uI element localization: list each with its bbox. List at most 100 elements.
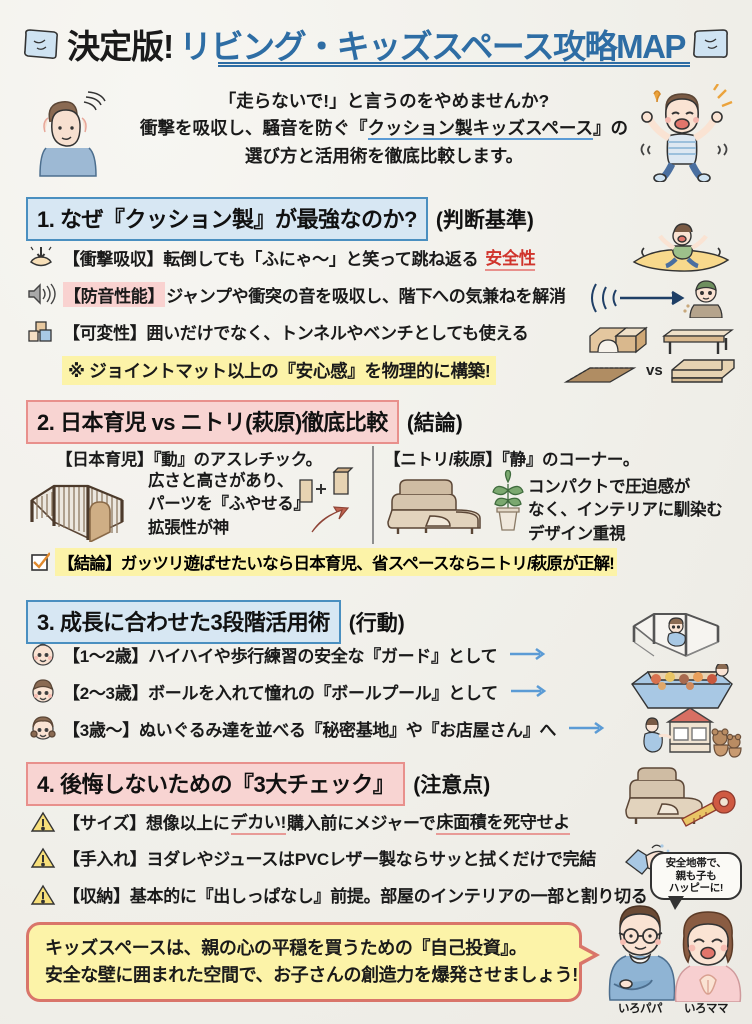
mini-speech-bubble: 安全地帯で、 親も子も ハッピーに! (650, 852, 742, 900)
section-1-header: 1. なぜ『クッション製』が最強なのか? (判断基準) (26, 197, 534, 241)
worried-mother-illustration (24, 88, 110, 178)
comparison-right-line-2: なく、インテリアに馴染む (528, 501, 723, 520)
section-4-item-1-text-b: 購入前にメジャーで (286, 814, 436, 833)
section-3-item-1-text: 【1〜2歳】ハイハイや歩行練習の安全な『ガード』として (63, 646, 498, 666)
section-4-item-3: 【収納】基本的に『出しっぱなし』前提。部屋のインテリアの一部と割り切る (30, 882, 648, 907)
vs-label: vs (646, 362, 663, 379)
ball-pool-illustration (626, 664, 738, 712)
comparison-left-line-2: パーツを『ふやせる』 (148, 495, 310, 514)
tunnel-and-bench-illustration (586, 314, 738, 358)
pillow-icon (691, 26, 731, 62)
section-2-subtitle: (結論) (406, 412, 463, 435)
page-title: 決定版! リビング・キッズスペース攻略MAP (0, 16, 752, 72)
section-3-item-2: 【2〜3歳】ボールを入れて憧れの『ボールプール』として (30, 678, 551, 704)
section-4-item-3-text: 【収納】基本的に『出しっぱなし』前提。部屋のインテリアの一部と割り切る (63, 887, 648, 906)
intro-line-1: 「走らないで!」と言うのをやめませんか? (218, 91, 550, 111)
section-4-item-1: 【サイズ】想像以上に デカい! 購入前にメジャーで 床面積を死守せよ (30, 808, 570, 835)
warning-icon (30, 846, 56, 870)
section-2-header: 2. 日本育児 vs ニトリ(萩原)徹底比較 (結論) (26, 400, 463, 444)
section-1-item-2-text: ジャンプや衝突の音を吸収し、階下への気兼ねを解消 (166, 286, 566, 306)
section-4-header: 4. 後悔しないための『3大チェック』 (注意点) (26, 762, 490, 806)
section-2-conclusion-text: 【結論】ガッツリ遊ばせたいなら日本育児、省スペースならニトリ/萩原が正解! (55, 548, 617, 576)
checkbox-checked-icon (30, 552, 50, 572)
intro-line-2: 衝撃を吸収し、騒音を防ぐ『クッション製キッズスペース』の (140, 118, 628, 141)
pillow-icon (21, 26, 61, 62)
cushion-block-illustration (668, 348, 746, 390)
mini-bubble-line-3: ハッピーに! (668, 882, 724, 895)
section-3-subtitle: (行動) (348, 612, 405, 635)
blocks-icon (26, 318, 56, 344)
comparison-left-body: 広さと高さがあり、 パーツを『ふやせる』 拡張性が神 (148, 470, 310, 540)
mini-bubble-line-1: 安全地帯で、 (665, 856, 727, 869)
section-4-item-1-underline-1: デカい! (230, 808, 286, 835)
playpen-fence-icon (28, 470, 146, 542)
comparison-right-title: 【ニトリ/萩原】『静』のコーナー。 (384, 451, 640, 469)
speaker-icon (26, 281, 56, 307)
comparison-divider (372, 446, 374, 544)
section-1-title: 1. なぜ『クッション製』が最強なのか? (26, 197, 428, 241)
section-4-item-2-text: 【手入れ】ヨダレやジュースはPVCレザー製ならサッと拭くだけで完結 (63, 850, 597, 869)
section-4-subtitle: (注意点) (413, 774, 491, 797)
corner-sofa-icon (386, 474, 494, 538)
section-1-item-3-text: 【可変性】囲いだけでなく、トンネルやベンチとしても使える (63, 323, 529, 343)
comparison-left-title: 【日本育児】『動』のアスレチック。 (56, 451, 322, 469)
arrow-right-icon (569, 721, 609, 735)
title-underline (218, 62, 690, 67)
arrow-right-icon (510, 684, 551, 698)
section-1-item-1: 【衝撃吸収】転倒しても「ふにゃ〜」と笑って跳ね返る 安全性 (26, 244, 536, 271)
shock-absorb-icon (26, 245, 56, 271)
comparison-left-line-3: 拡張性が神 (148, 518, 230, 537)
section-3-item-2-text: 【2〜3歳】ボールを入れて憧れの『ボールプール』として (63, 683, 498, 703)
section-1-subtitle: (判断基準) (435, 209, 534, 232)
section-1-item-1-highlight: 安全性 (485, 244, 536, 271)
expandable-parts-icon (296, 466, 358, 508)
footer-bubble-line-2: 安全な壁に囲まれた空間で、お子さんの創造力を爆発させましょう! (45, 965, 578, 985)
section-3-header: 3. 成長に合わせた3段階活用術 (行動) (26, 600, 405, 644)
dad-character-label: いろパパ (618, 1003, 663, 1015)
section-3-item-3-text: 【3歳〜】ぬいぐるみ達を並べる『秘密基地』や『お店屋さん』へ (63, 720, 557, 740)
mom-character-illustration (672, 906, 744, 1002)
toddler-face-icon (30, 678, 56, 704)
section-2-conclusion: 【結論】ガッツリ遊ばせたいなら日本育児、省スペースならニトリ/萩原が正解! (30, 548, 617, 576)
section-1-item-2-label: 【防音性能】 (63, 281, 166, 307)
up-arrow-icon (308, 504, 350, 536)
child-on-cushion-illustration (626, 222, 736, 278)
sofa-with-measuring-tape-illustration (624, 762, 740, 832)
comparison-right-line-3: デザイン重視 (528, 524, 626, 543)
intro-text: 「走らないで!」と言うのをやめませんか? 衝撃を吸収し、騒音を防ぐ『クッション製… (124, 88, 644, 170)
dad-character-illustration (606, 898, 678, 1002)
mini-bubble-tail (668, 896, 684, 910)
playhouse-with-teddy-illustration (634, 700, 742, 760)
title-blue-part: リビング・キッズスペース攻略MAP (179, 28, 686, 65)
girl-face-icon (30, 715, 56, 741)
mini-bubble-line-2: 親も子も (675, 869, 717, 882)
warning-icon (30, 810, 56, 834)
section-1-item-3: 【可変性】囲いだけでなく、トンネルやベンチとしても使える (26, 318, 529, 344)
arrow-right-icon (510, 647, 550, 661)
warning-icon (30, 883, 56, 907)
section-1-note: ※ ジョイントマット以上の『安心感』を物理的に構築! (62, 356, 497, 385)
section-4-title: 4. 後悔しないための『3大チェック』 (26, 762, 406, 806)
section-3-item-3: 【3歳〜】ぬいぐるみ達を並べる『秘密基地』や『お店屋さん』へ (30, 715, 609, 741)
soundwave-to-neighbor-illustration (568, 278, 738, 318)
section-3-title: 3. 成長に合わせた3段階活用術 (26, 600, 341, 644)
comparison-right-body: コンパクトで圧迫感が なく、インテリアに馴染む デザイン重視 (528, 476, 723, 546)
section-2-title: 2. 日本育児 vs ニトリ(萩原)徹底比較 (26, 400, 399, 444)
plant-icon (488, 470, 528, 534)
joint-mat-illustration (560, 356, 640, 390)
happy-boy-illustration (630, 83, 738, 183)
title-black-part: 決定版! (67, 28, 174, 65)
comparison-right-line-1: コンパクトで圧迫感が (528, 478, 691, 496)
baby-face-icon (30, 641, 56, 667)
comparison-left-line-1: 広さと高さがあり、 (148, 472, 294, 490)
section-1-item-2: 【防音性能】 ジャンプや衝突の音を吸収し、階下への気兼ねを解消 (26, 281, 566, 307)
section-3-item-1: 【1〜2歳】ハイハイや歩行練習の安全な『ガード』として (30, 641, 550, 667)
mom-character-label: いろママ (684, 1003, 729, 1015)
section-4-item-1-text-a: 【サイズ】想像以上に (63, 814, 230, 833)
section-4-item-2: 【手入れ】ヨダレやジュースはPVCレザー製ならサッと拭くだけで完結 (30, 845, 596, 870)
footer-conclusion-bubble: キッズスペースは、親の心の平穏を買うための『自己投資』。 安全な壁に囲まれた空間… (26, 922, 582, 1002)
footer-bubble-line-1: キッズスペースは、親の心の平穏を買うための『自己投資』。 (45, 938, 527, 959)
intro-line-3: 選び方と活用術を徹底比較します。 (244, 145, 524, 166)
section-1-item-1-text: 【衝撃吸収】転倒しても「ふにゃ〜」と笑って跳ね返る (63, 250, 479, 269)
